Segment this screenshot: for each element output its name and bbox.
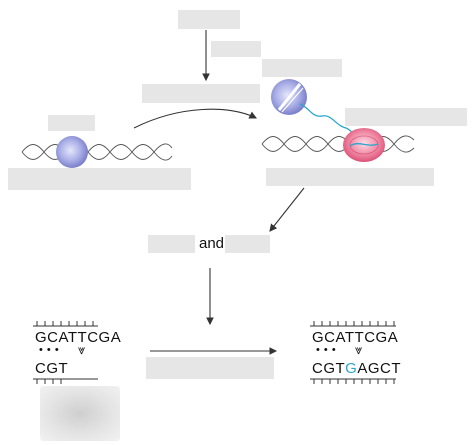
arrow-curved — [133, 108, 257, 129]
label-placeholder-far-right — [345, 108, 467, 126]
dna-helix-left — [21, 143, 173, 161]
strand-lines-right — [310, 321, 396, 384]
seq-right-lesion: ⩔ — [355, 342, 363, 357]
label-placeholder-small-left — [48, 115, 95, 131]
seq-right-bottom: CGTGAGCT — [312, 360, 401, 377]
label-placeholder-left-caption — [8, 168, 191, 190]
label-placeholder-top-right — [211, 41, 261, 57]
polymerase-sphere-split — [271, 79, 307, 115]
label-placeholder-and-left — [148, 235, 195, 253]
seq-left-lesion: ⩔ — [78, 342, 86, 357]
connector-and: and — [199, 235, 225, 252]
seq-left-bottom: CGT — [35, 360, 69, 377]
seq-right-bottom-suffix: AGCT — [357, 360, 402, 377]
label-placeholder-right-caption — [266, 168, 434, 186]
arrow-diagonal — [269, 187, 305, 232]
seq-left-pairs: • • • — [39, 344, 60, 356]
dna-helix-right — [261, 135, 415, 153]
label-placeholder-mid — [142, 84, 260, 103]
label-placeholder-bottom-arrow — [146, 357, 274, 379]
seq-right-pairs: • • • — [316, 344, 337, 356]
label-placeholder-and-right — [225, 235, 270, 253]
seq-right-bottom-prefix: CGT — [312, 360, 346, 377]
label-placeholder-upper-right — [262, 59, 342, 77]
seq-right-top: GCATTCGA — [312, 329, 399, 346]
strand-lines-left — [33, 321, 98, 384]
seq-right-inserted-base: G — [345, 360, 358, 377]
seq-left-top: GCATTCGA — [35, 329, 122, 346]
polymerase-sphere-left — [56, 136, 88, 168]
label-placeholder-top — [178, 10, 240, 29]
label-placeholder-blurred — [40, 386, 120, 441]
